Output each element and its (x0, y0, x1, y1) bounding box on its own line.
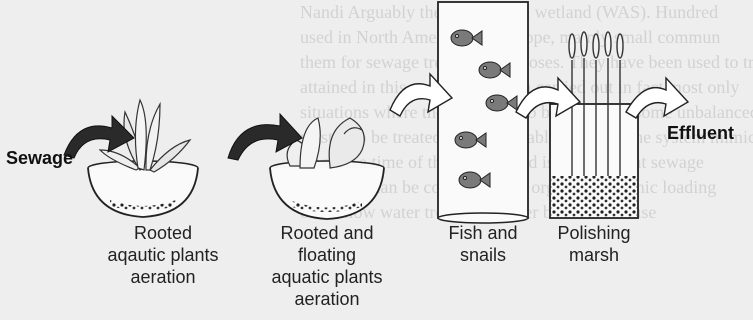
sewage-label: Sewage (6, 148, 73, 169)
stage4-label-line: Polishing (538, 222, 650, 244)
stage1-label: Rooted aqautic plants aeration (98, 222, 228, 288)
effluent-label: Effluent (667, 123, 734, 144)
stage2-bowl (270, 161, 384, 219)
stage2-label: Rooted and floating aquatic plants aerat… (262, 222, 392, 310)
stage2-label-line: floating (262, 244, 392, 266)
stage2-label-line: Rooted and (262, 222, 392, 244)
stage4-label-line: marsh (538, 244, 650, 266)
stage3-label-line: snails (428, 244, 538, 266)
stage1-label-line: aqautic plants (98, 244, 228, 266)
stage3-label-line: Fish and (428, 222, 538, 244)
stage1-label-line: Rooted (98, 222, 228, 244)
stage2-label-line: aeration (262, 288, 392, 310)
flow-arrow-icon (626, 78, 688, 118)
polishing-marsh-tank (550, 104, 638, 218)
stage3-label: Fish and snails (428, 222, 538, 266)
stage2-label-line: aquatic plants (262, 266, 392, 288)
stage1-label-line: aeration (98, 266, 228, 288)
stage4-label: Polishing marsh (538, 222, 650, 266)
